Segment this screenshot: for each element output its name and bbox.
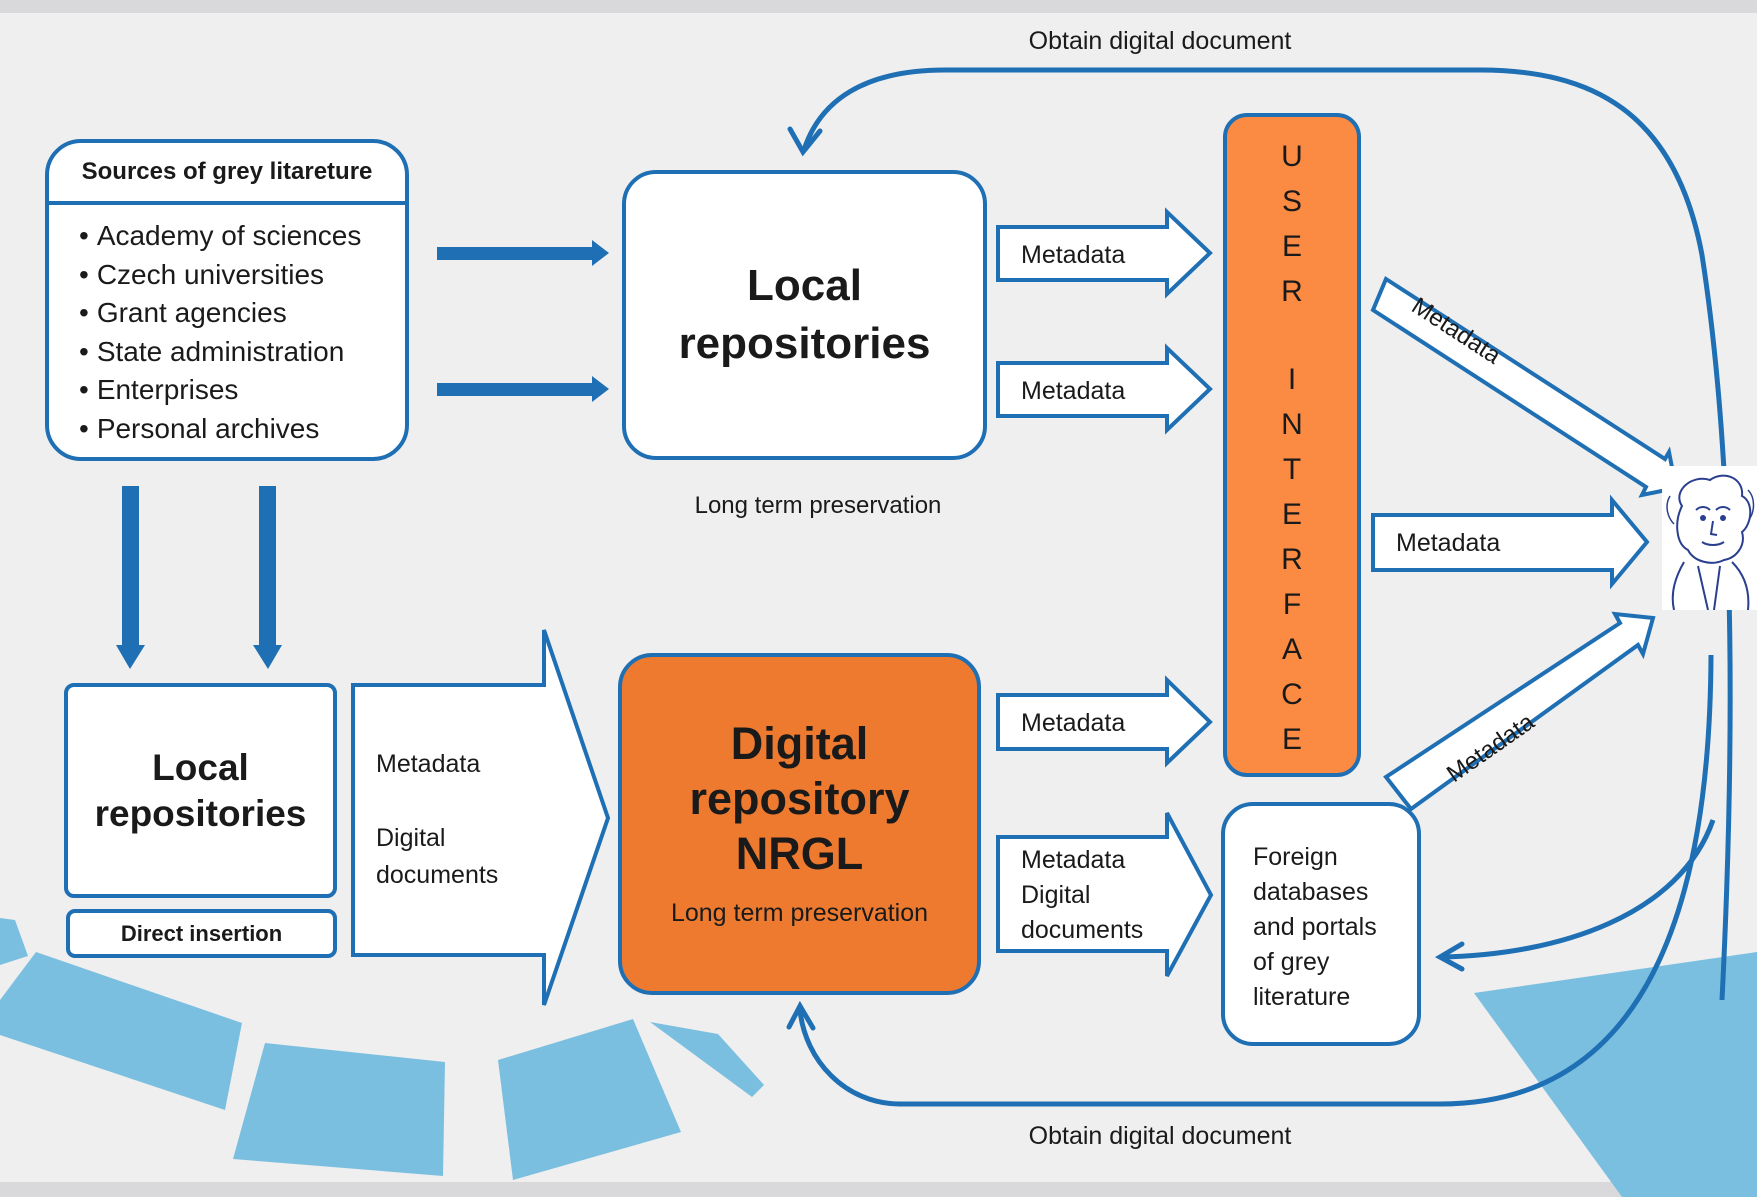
ui-letter: E: [1281, 498, 1303, 531]
local-repositories-top: Local repositories: [622, 170, 987, 460]
local-repositories-left-line1: Local: [152, 746, 249, 788]
arrow-shaft: [122, 486, 139, 648]
sources-arrows: [116, 240, 609, 669]
big-arrow-digital-label: Digital: [376, 824, 446, 852]
list-item: Czech universities: [79, 256, 361, 295]
local-repositories-top-line2: repositories: [678, 319, 931, 368]
decor-segment: [498, 1019, 681, 1180]
arrow-head: [116, 645, 145, 669]
arrow-head: [253, 645, 282, 669]
decor-segment: [0, 952, 242, 1110]
long-term-preservation-caption: Long term preservation: [694, 492, 942, 519]
sources-list: Academy of sciences Czech universities G…: [79, 217, 362, 449]
ui-letter: F: [1282, 588, 1302, 621]
foreign-line: databases: [1253, 878, 1369, 906]
foreign-line: of grey: [1253, 948, 1330, 976]
arrow-head: [592, 240, 609, 266]
obtain-bottom-arrowhead: [786, 1000, 816, 1031]
obtain-top-label: Obtain digital document: [1028, 27, 1292, 55]
ui-letter: T: [1282, 453, 1302, 486]
ui-letter: S: [1281, 185, 1303, 218]
metadata-label-nrgl-foreign-1: Metadata: [1021, 846, 1126, 874]
list-item: Academy of sciences: [79, 217, 362, 256]
arrow-shaft: [437, 383, 595, 396]
decor-segment: [0, 918, 28, 965]
local-repositories-top-line1: Local: [747, 261, 862, 310]
top-band: [0, 0, 1757, 13]
foreign-databases-box: Foreign databases and portals of grey li…: [1221, 802, 1421, 1046]
list-item: Enterprises: [79, 371, 361, 410]
nrgl-caption: Long term preservation: [670, 899, 929, 927]
nrgl-line1: Digital: [730, 718, 869, 769]
sources-box: Sources of grey litareture Academy of sc…: [45, 139, 409, 461]
list-item: Personal archives: [79, 410, 361, 449]
ui-letter: U: [1281, 140, 1303, 173]
foreign-line: and portals: [1253, 913, 1377, 941]
list-item: State administration: [79, 333, 361, 372]
metadata-label-local-ui-2: Metadata: [1021, 377, 1126, 405]
ui-letter: N: [1281, 408, 1303, 441]
arrow-nrgl-foreign: [996, 812, 1214, 977]
to-foreign-arrowhead: [1434, 941, 1465, 972]
digital-repository-nrgl: Digital repository NRGL Long term preser…: [618, 653, 981, 995]
arrow-head: [592, 376, 609, 402]
big-metadata-arrow: [351, 629, 611, 1006]
direct-insertion-box: Direct insertion: [66, 909, 337, 958]
ui-letter: R: [1281, 543, 1303, 576]
decor-segment: [233, 1043, 445, 1176]
metadata-label-ui-user-mid: Metadata: [1396, 529, 1501, 557]
obtain-bottom-label: Obtain digital document: [1028, 1122, 1292, 1150]
user-interface-box: U S E R I N T E R F A C E: [1223, 113, 1361, 777]
nrgl-line2: repository: [689, 773, 910, 824]
local-repositories-left: Local repositories: [64, 683, 337, 898]
user-portrait-icon: [1662, 466, 1757, 611]
decor-segment: [650, 1022, 764, 1097]
foreign-line: literature: [1253, 983, 1351, 1011]
ui-letter: A: [1281, 633, 1303, 666]
arrow-local-ui-2: [996, 343, 1213, 435]
outline-arrows: [996, 207, 1679, 977]
sources-title: Sources of grey litareture: [49, 143, 405, 205]
to-foreign-curve: [1439, 819, 1716, 960]
list-item: Grant agencies: [79, 294, 361, 333]
big-arrow-documents-label: documents: [376, 861, 499, 889]
ui-letter: E: [1281, 723, 1303, 756]
arrow-ui-user-top: [1370, 276, 1679, 498]
ui-letter: R: [1281, 275, 1303, 308]
metadata-label-local-ui-1: Metadata: [1021, 241, 1126, 269]
ui-letter: E: [1281, 230, 1303, 263]
user-portrait-icon-svg: [1666, 474, 1755, 611]
foreign-line: Foreign: [1253, 843, 1338, 871]
arrow-nrgl-ui: [996, 675, 1213, 768]
ui-letter: C: [1281, 678, 1303, 711]
obtain-top-arrowhead: [787, 126, 823, 157]
ui-letter: I: [1287, 363, 1297, 396]
local-repositories-left-line2: repositories: [94, 792, 307, 834]
obtain-top-curve: [801, 67, 1733, 1001]
arrow-ui-user-bottom: [1383, 611, 1656, 812]
arrow-local-ui-1: [996, 207, 1213, 299]
arrow-shaft: [437, 247, 595, 260]
metadata-label-nrgl-foreign-3: documents: [1021, 916, 1144, 944]
bottom-band: [0, 1182, 1757, 1197]
metadata-label-nrgl-ui: Metadata: [1021, 709, 1126, 737]
obtain-bottom-curve: [797, 654, 1714, 1107]
arrow-ui-user-mid: [1371, 494, 1650, 590]
decor-arc: [0, 918, 1757, 1197]
foreign-databases-text: Foreign databases and portals of grey li…: [1253, 840, 1377, 1015]
metadata-label-nrgl-foreign-2: Digital: [1021, 881, 1091, 909]
arrow-shaft: [259, 486, 276, 648]
nrgl-line3: NRGL: [735, 828, 864, 879]
decor-segment: [1474, 952, 1757, 1197]
big-arrow-metadata-label: Metadata: [376, 750, 481, 778]
